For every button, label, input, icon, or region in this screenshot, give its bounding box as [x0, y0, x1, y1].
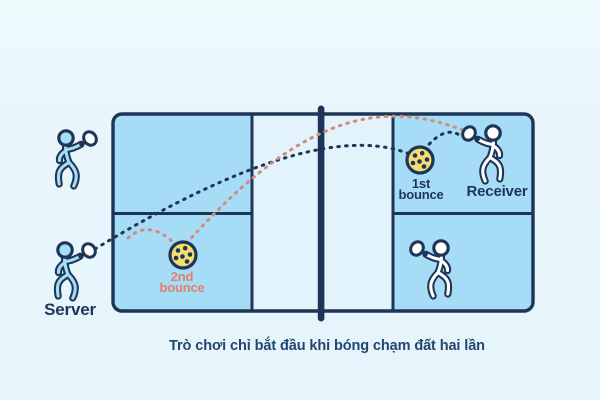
- caption-text: Trò chơi chỉ bắt đầu khi bóng chạm đất h…: [169, 338, 485, 354]
- return-bounce-arc: [126, 228, 179, 248]
- court-lines: [113, 114, 533, 311]
- return-trajectory-line: [184, 114, 465, 246]
- first-bounce-ball-icon: [405, 145, 435, 175]
- receiver-label: Receiver: [466, 183, 528, 200]
- first-bounce-label: 1st bounce: [398, 176, 444, 202]
- second-bounce-label: 2nd bounce: [159, 269, 205, 295]
- server-player-icon: [57, 241, 97, 298]
- first-bounce-line2: bounce: [398, 187, 444, 202]
- second-bounce-ball-icon: [168, 240, 198, 270]
- first-bounce-line1: 1st: [411, 176, 431, 191]
- second-bounce-line1: 2nd: [170, 269, 194, 284]
- left-team-player-icon: [58, 129, 98, 186]
- serve-trajectory-line: [93, 143, 416, 251]
- net: [317, 105, 325, 322]
- server-label: Server: [44, 300, 96, 319]
- second-bounce-line2: bounce: [159, 280, 205, 295]
